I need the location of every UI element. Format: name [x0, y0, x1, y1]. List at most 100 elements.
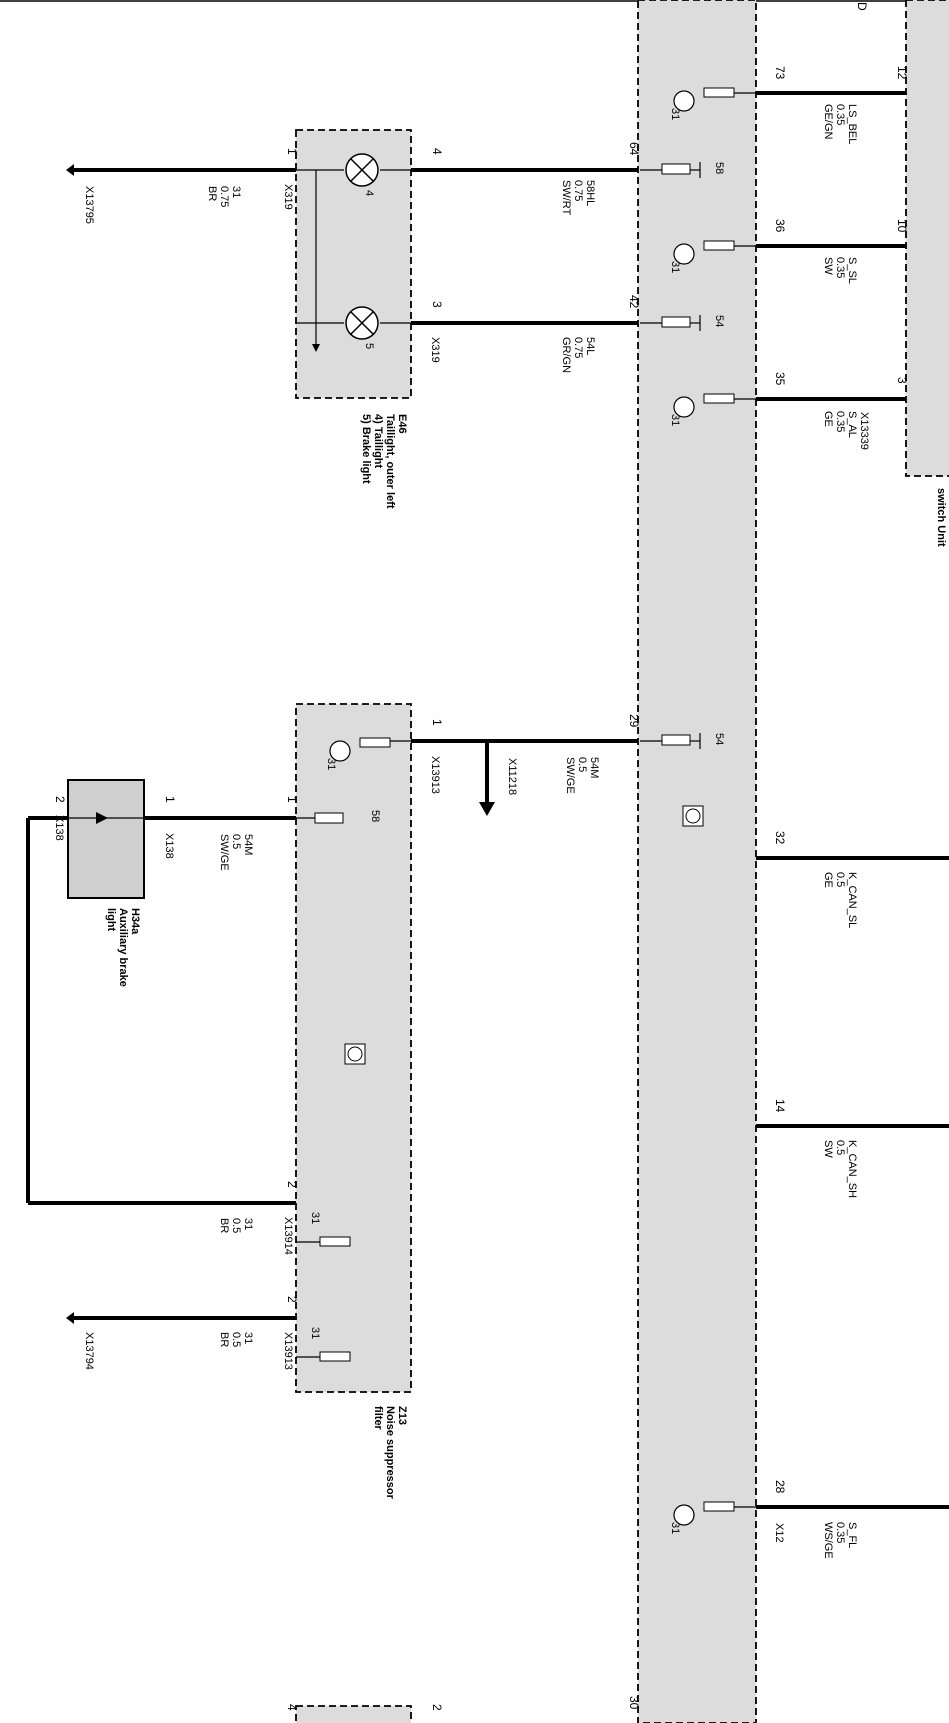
- component-id: E46: [396, 414, 408, 434]
- wire-label: 31: [242, 1332, 254, 1344]
- pin-number: 64: [627, 142, 641, 156]
- terminal-number: 31: [669, 108, 681, 120]
- pin-number: 12: [895, 66, 909, 80]
- wire-label: SW/RT: [560, 180, 572, 216]
- pin-number: 3: [430, 301, 444, 308]
- wire-label: SW: [822, 1140, 834, 1158]
- wire-label: SW/GE: [218, 834, 230, 871]
- terminal-number: 31: [309, 1327, 321, 1339]
- wire-label: 54M: [242, 834, 254, 855]
- pin-number: 30: [627, 1696, 641, 1710]
- wire-label: S_AL: [846, 411, 858, 438]
- wire-label: 0.35: [834, 1522, 846, 1543]
- pin-number: 4: [430, 148, 444, 155]
- terminal-number: 31: [669, 1522, 681, 1534]
- wire-label: K_CAN_SH: [846, 1140, 858, 1198]
- control-unit-symbols: [640, 87, 756, 1526]
- component-desc: light: [105, 908, 117, 932]
- component-desc: Auxiliary brake: [117, 908, 129, 987]
- pin-number: 2: [285, 1296, 299, 1303]
- pin-number: 2: [53, 796, 67, 803]
- connector-label: X319: [429, 337, 441, 363]
- wire-label: 31: [230, 186, 242, 198]
- wire-label: S_FL: [846, 1522, 858, 1548]
- lamp-number: 4: [363, 190, 375, 196]
- pin-number: 1: [163, 796, 177, 803]
- wire-label: GE/GN: [822, 104, 834, 140]
- connector-label: X13913: [429, 756, 441, 794]
- wire-label: 54L: [584, 337, 596, 355]
- connector-label: X11218: [506, 758, 518, 795]
- wire-label: 58HL: [584, 180, 596, 206]
- wire-label: 0.35: [834, 104, 846, 125]
- pin-number: 3: [895, 377, 909, 384]
- pin-number: 1: [285, 148, 299, 155]
- noise-filter-symbols: [296, 737, 411, 1362]
- connector-label: X13914: [282, 1217, 294, 1255]
- wire-label: 0.35: [834, 411, 846, 432]
- terminal-number: 54: [713, 315, 725, 327]
- pin-number: D: [855, 2, 869, 11]
- wire-label: 0.5: [230, 1218, 242, 1233]
- pin-number: 35: [773, 372, 787, 386]
- wire-label: SW: [822, 257, 834, 275]
- wire-label: GE: [822, 872, 834, 888]
- wire-label: S_SL: [846, 257, 858, 284]
- pin-number: 2: [430, 1704, 444, 1711]
- wire-label: GE: [822, 411, 834, 427]
- wire-label: 0.75: [572, 180, 584, 201]
- pin-number: 14: [773, 1099, 787, 1113]
- terminal-number: 31: [309, 1212, 321, 1224]
- pin-number: 42: [627, 295, 641, 309]
- switch-unit-block: [905, 0, 949, 477]
- wire-label: 0.35: [834, 257, 846, 278]
- wire-label: 0.75: [572, 337, 584, 358]
- connector-label: X12: [773, 1523, 785, 1543]
- terminal-number: 54: [713, 733, 725, 745]
- bottom-block: [295, 1705, 412, 1723]
- pin-number: 28: [773, 1480, 787, 1494]
- wire-label: BR: [206, 186, 218, 201]
- connector-label: X319: [282, 184, 294, 210]
- terminal-number: 58: [369, 810, 381, 822]
- wire-label: 0.75: [218, 186, 230, 207]
- control-unit-block: [637, 0, 757, 1723]
- component-id: Z13: [396, 1406, 408, 1425]
- component-id: H34a: [129, 908, 141, 935]
- connector-label: X13794: [83, 1332, 95, 1370]
- pin-number: 10: [895, 219, 909, 233]
- aux-brake-light-box: [67, 779, 145, 899]
- wire-label: 31: [242, 1218, 254, 1230]
- component-desc: Noise suppressor: [384, 1406, 396, 1500]
- wire-label: GR/GN: [560, 337, 572, 373]
- wire-label: 0.5: [230, 1332, 242, 1347]
- wire-label: 0.5: [230, 834, 242, 849]
- pin-number: 4: [285, 1704, 299, 1711]
- pin-number: 1: [285, 796, 299, 803]
- wire-label: WS/GE: [822, 1522, 834, 1559]
- terminal-number: 31: [325, 758, 337, 770]
- pin-number: 32: [773, 831, 787, 845]
- wire-label: BR: [218, 1332, 230, 1347]
- component-desc: Taillight, outer left: [384, 414, 396, 509]
- taillight-internals: [296, 153, 411, 352]
- component-desc: 5) Brake light: [360, 414, 372, 484]
- connector-label: X13795: [83, 186, 95, 224]
- wires: [26, 91, 949, 1509]
- component-desc: switch Unit: [935, 488, 947, 547]
- wire-label: 0.5: [834, 1140, 846, 1155]
- wire-label: BR: [218, 1218, 230, 1233]
- wire-label: 54M: [588, 757, 600, 778]
- connector-label: X138: [53, 815, 65, 841]
- pin-number: 29: [627, 714, 641, 728]
- wire-label: LS_BEL: [846, 104, 858, 144]
- wire-label: 0.5: [834, 872, 846, 887]
- pin-number: 36: [773, 219, 787, 233]
- lamp-number: 5: [363, 343, 375, 349]
- terminal-number: 58: [713, 162, 725, 174]
- wire-label: SW/GE: [564, 757, 576, 794]
- connector-label: X13339: [858, 412, 870, 450]
- pin-number: 2: [285, 1181, 299, 1188]
- connector-label: X13913: [282, 1332, 294, 1370]
